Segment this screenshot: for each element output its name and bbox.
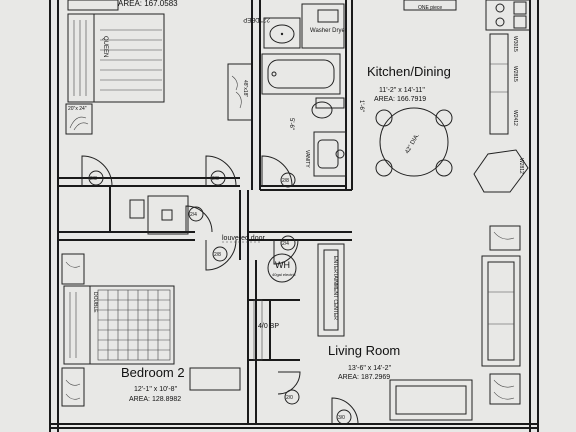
- door-tag-2: 2/8: [212, 176, 219, 182]
- bath-dim-label: 5'-6": [288, 118, 294, 130]
- door-tag-4: 2/4: [190, 212, 197, 218]
- bath-sink: [313, 131, 347, 177]
- louvered-door-label: louvered door: [222, 235, 265, 242]
- bedroom2-title: Bedroom 2: [121, 365, 185, 380]
- door-label-2: [210, 170, 226, 186]
- end-table-1: [489, 225, 521, 251]
- appliance-1-label: W2815: [512, 66, 518, 82]
- toilet-tank: [315, 97, 345, 109]
- toilet-bowl: [311, 101, 333, 119]
- bedroom2-area: AREA: 128.8982: [129, 396, 181, 403]
- bp-label: 4/0 BP: [258, 323, 279, 330]
- top-bedroom: AREA: 167.0583 QUEEN 20"x 24" 48"x18": [58, 0, 253, 187]
- sofa-bottom: [389, 379, 473, 421]
- door-tag-3: 2/8: [282, 178, 289, 184]
- one-piece-label: ONE piece: [418, 5, 442, 11]
- nightstand-label: 20"x 24": [68, 106, 87, 112]
- door-tag-6: 2/4: [282, 241, 289, 247]
- appliance-3-label: W2412: [512, 110, 518, 126]
- wh-sub-label: 40gal electric: [272, 272, 296, 277]
- washer-dryer-label: Washer Dryer: [310, 28, 347, 34]
- queen-label: QUEEN: [102, 36, 108, 57]
- range-hood: [403, 0, 457, 11]
- living-title: Living Room: [328, 343, 400, 358]
- bedroom2-dims: 12'-1" x 10'-8": [134, 386, 178, 393]
- linen-closet: [147, 195, 189, 235]
- sofa-right: [481, 255, 521, 367]
- top-area-text: AREA: 167.0583: [118, 0, 178, 8]
- living-room: Living Room 13'-6" x 14'-2" AREA: 187.29…: [328, 225, 521, 421]
- kitchen-area: AREA: 166.7919: [374, 96, 426, 103]
- nightstand-top: [65, 103, 93, 135]
- hallway: louvered door: [58, 186, 352, 260]
- dresser-label: 48"x18": [242, 80, 248, 97]
- entertainment-label: ENTERTAINMENT CENTER: [332, 256, 338, 320]
- stove: [485, 0, 531, 31]
- vanity-sink: [263, 17, 301, 49]
- bedroom2-dresser: [189, 367, 241, 391]
- door-label-1: [88, 170, 104, 186]
- door-label-8: [336, 409, 352, 425]
- deep-label: 22" DEEP: [243, 16, 270, 22]
- bed-grid: [97, 289, 171, 361]
- water-heater: WH 40gal electric: [267, 253, 297, 283]
- refrigerator: [473, 149, 529, 193]
- kitchen-title: Kitchen/Dining: [367, 64, 451, 79]
- door-swings: 2/8 2/8 2/8 2/4 2/8 2/4 2/0 3/0: [81, 155, 359, 425]
- door-label-7: [284, 389, 300, 405]
- bath-dim2-label: 1'-6": [358, 100, 364, 112]
- door-tag-5: 2/8: [214, 252, 221, 258]
- washer-dryer: [301, 3, 345, 49]
- door-tag-1: 2/8: [90, 176, 97, 182]
- bathtub: [261, 53, 341, 95]
- double-label: DOUBLE: [92, 292, 98, 313]
- door-tag-8: 3/0: [338, 415, 345, 421]
- kitchen-dims: 11'-2" x 14'-11": [379, 87, 425, 94]
- nightstand-1: [61, 253, 85, 285]
- wh-label: WH: [275, 260, 290, 270]
- kitchen-dining: Kitchen/Dining 11'-2" x 14'-11" AREA: 16…: [367, 0, 531, 193]
- living-dims: 13'-6" x 14'-2": [348, 365, 392, 372]
- bathroom: Washer Dryer 22" DEEP VANITY 5'-6" 1'-6": [243, 0, 364, 191]
- outer-walls: [49, 0, 539, 432]
- entertainment-center: ENTERTAINMENT CENTER: [317, 243, 345, 337]
- door-label-6: [280, 235, 296, 251]
- vanity-label: VANITY: [304, 150, 310, 168]
- living-area: AREA: 187.2969: [338, 374, 390, 381]
- door-label-5: [212, 246, 228, 262]
- door-label-4: [188, 206, 204, 222]
- appliance-2-label: W3015: [512, 36, 518, 52]
- nightstand-2: [61, 367, 85, 407]
- door-label-3: [280, 172, 296, 188]
- door-tag-7: 2/0: [286, 395, 293, 401]
- counter-run: [489, 33, 509, 135]
- end-table-2: [489, 373, 521, 405]
- appliance-4-label: W2812: [518, 158, 524, 174]
- bedroom-2: DOUBLE Bedroom 2 12'-1" x 10'-8" AREA: 1…: [61, 253, 257, 424]
- bed-stripes: [100, 29, 162, 91]
